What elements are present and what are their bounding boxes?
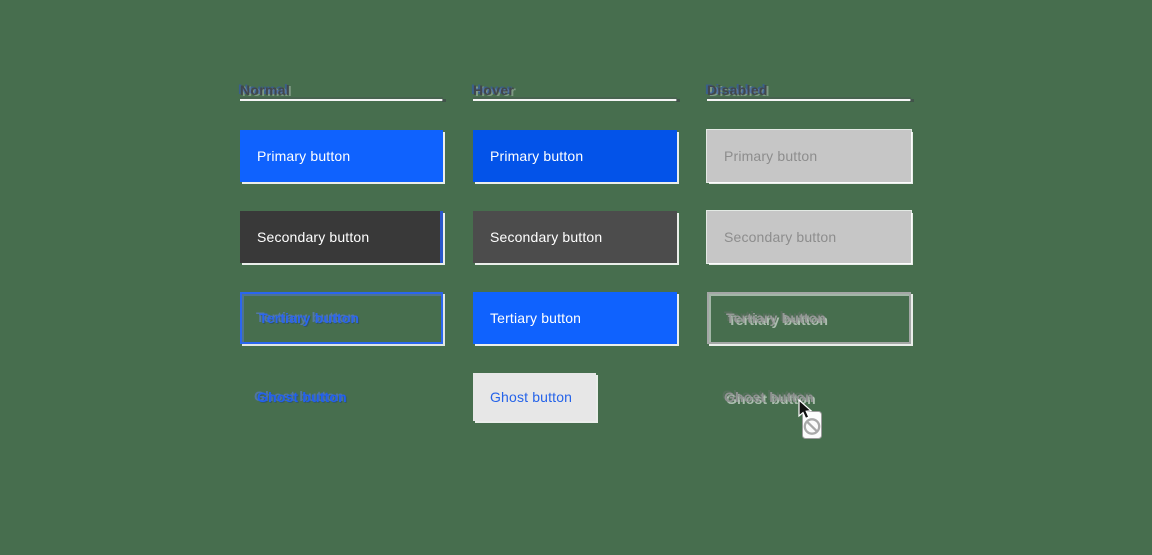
column-header-disabled: Disabled	[707, 82, 914, 102]
column-header-label: Hover	[473, 82, 515, 98]
tertiary-button-disabled: Tertiary button	[707, 292, 911, 344]
header-underline	[707, 99, 914, 102]
ghost-button-normal[interactable]: Ghost button	[240, 373, 370, 421]
secondary-button-disabled: Secondary button	[706, 210, 912, 264]
header-underline	[473, 99, 680, 102]
ghost-button-disabled: Ghost button	[707, 373, 847, 421]
column-header-hover: Hover	[473, 82, 680, 102]
ghost-button-hover[interactable]: Ghost button	[473, 373, 596, 421]
primary-button-hover[interactable]: Primary button	[473, 130, 677, 182]
primary-button-disabled: Primary button	[706, 129, 912, 183]
button-states-grid: Normal Hover Disabled Primary button Pri…	[240, 82, 914, 421]
tertiary-button-hover[interactable]: Tertiary button	[473, 292, 677, 344]
secondary-button-normal[interactable]: Secondary button	[240, 211, 443, 263]
primary-button-normal[interactable]: Primary button	[240, 130, 443, 182]
tertiary-button-normal[interactable]: Tertiary button	[240, 292, 443, 344]
column-header-label: Normal	[240, 82, 291, 98]
column-header-label: Disabled	[707, 82, 768, 98]
header-underline	[240, 99, 446, 102]
secondary-button-hover[interactable]: Secondary button	[473, 211, 677, 263]
not-allowed-cursor-icon	[795, 398, 825, 443]
column-header-normal: Normal	[240, 82, 446, 102]
